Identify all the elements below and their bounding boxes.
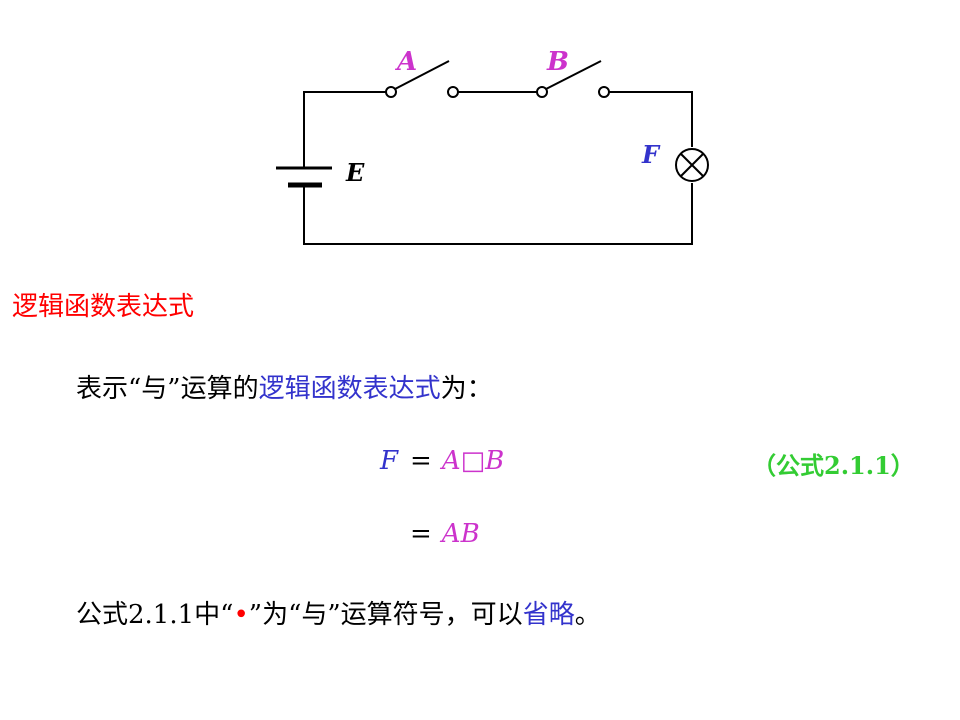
note-highlight: 省略: [522, 600, 575, 630]
and-operator-dot: •: [233, 600, 249, 630]
switch-b: [536, 60, 610, 98]
note-middle: ”为“与”运算符号，可以: [248, 600, 523, 630]
formula-rhs: A□B: [441, 446, 505, 476]
lamp-symbol: [675, 148, 709, 182]
note-sentence: 公式2.1.1中“•”为“与”运算符号，可以省略。: [76, 594, 601, 631]
formula2-rhs: AB: [441, 519, 480, 549]
switch-a: [385, 60, 459, 98]
circuit-diagram: A B E F: [276, 47, 709, 245]
intro-prefix: 表示“与”运算的: [76, 374, 259, 404]
and-formula-short: = AB: [410, 519, 480, 549]
intro-suffix: 为：: [440, 374, 493, 404]
bottom-wire: [303, 183, 693, 245]
circuit-wires: [303, 91, 693, 245]
note-suffix: 。: [574, 600, 601, 630]
lamp-label: F: [641, 140, 661, 169]
battery-label: E: [345, 158, 365, 187]
switch-b-label: B: [546, 47, 569, 77]
switch-a-label: A: [394, 47, 417, 77]
formula-lhs: F: [380, 446, 399, 476]
battery-symbol: [276, 166, 332, 188]
formula-label: （公式2.1.1）: [752, 451, 915, 480]
intro-sentence: 表示“与”运算的逻辑函数表达式为：: [76, 368, 493, 405]
note-prefix: 公式2.1.1中“: [76, 600, 234, 630]
left-top-wire: [303, 91, 386, 168]
formula-equals: =: [410, 446, 432, 476]
intro-highlight: 逻辑函数表达式: [258, 374, 441, 404]
formula2-equals: =: [410, 519, 432, 549]
and-formula: F = A□B: [380, 446, 504, 476]
right-wire: [609, 91, 693, 147]
section-heading: 逻辑函数表达式: [12, 292, 195, 322]
